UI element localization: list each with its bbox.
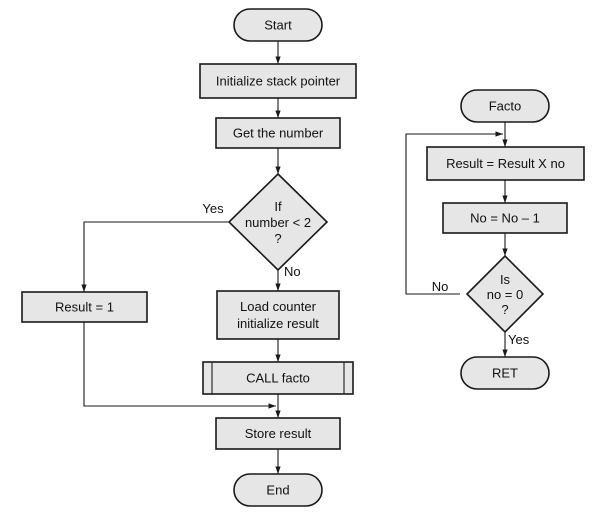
- load-counter-box: Load counter initialize result: [216, 290, 340, 340]
- store-result-box: Store result: [215, 417, 341, 450]
- ret-label: RET: [492, 366, 518, 381]
- arrow-no-loop-back: [405, 131, 503, 295]
- call-facto-label: CALL facto: [246, 371, 310, 386]
- facto-terminal: Facto: [460, 89, 550, 123]
- decrement-box: No = No – 1: [442, 202, 568, 234]
- decrement-label: No = No – 1: [470, 211, 540, 226]
- decision-line-1: If: [274, 199, 282, 214]
- arrow-yes-to-result-one: [81, 221, 229, 292]
- facto-label: Facto: [489, 99, 522, 114]
- arrow-result-one-to-store: [83, 322, 276, 409]
- yes-branch-label: Yes: [202, 201, 224, 216]
- get-number-box: Get the number: [215, 117, 341, 149]
- start-terminal: Start: [233, 8, 323, 42]
- call-facto-box: CALL facto: [202, 361, 354, 395]
- init-stack-pointer-box: Initialize stack pointer: [199, 63, 357, 99]
- main-connectors: [81, 41, 281, 474]
- subroutine-connectors: [405, 122, 508, 357]
- result-equals-one-label: Result = 1: [55, 300, 114, 315]
- sub-no-branch-label: No: [432, 279, 449, 294]
- end-label: End: [266, 483, 289, 498]
- result-equals-one-box: Result = 1: [21, 291, 148, 323]
- sub-yes-branch-label: Yes: [508, 332, 530, 347]
- sub-decision-line-1: Is: [500, 272, 511, 287]
- multiply-box: Result = Result X no: [426, 146, 585, 181]
- no-branch-label: No: [284, 264, 301, 279]
- start-label: Start: [264, 18, 292, 33]
- sub-decision-line-2: no = 0: [487, 287, 524, 302]
- decision-line-2: number < 2: [245, 215, 311, 230]
- init-stack-pointer-label: Initialize stack pointer: [216, 74, 341, 89]
- decision-line-3: ?: [274, 231, 281, 246]
- get-number-label: Get the number: [233, 126, 324, 141]
- end-terminal: End: [233, 473, 323, 507]
- multiply-label: Result = Result X no: [446, 156, 565, 171]
- store-result-label: Store result: [245, 426, 312, 441]
- load-counter-line-2: initialize result: [237, 316, 319, 331]
- ret-terminal: RET: [460, 356, 550, 390]
- no-equals-zero-decision: Is no = 0 ?: [465, 254, 545, 334]
- load-counter-line-1: Load counter: [240, 299, 317, 314]
- sub-decision-line-3: ?: [501, 302, 508, 317]
- number-less-than-two-decision: If number < 2 ?: [227, 172, 329, 272]
